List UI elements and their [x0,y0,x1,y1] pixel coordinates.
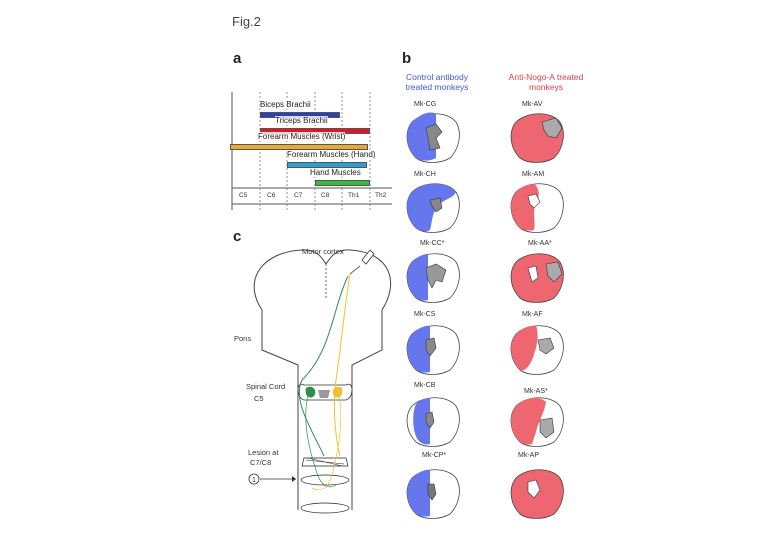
pons-label: Pons [234,334,252,343]
segment-grid [231,92,392,210]
monkey-label: Mk-AM [522,171,545,178]
monkey-label: Mk-CC* [420,240,445,247]
control-section-4 [406,325,460,375]
anti-section-6 [510,469,564,519]
segment-label: C7 [294,192,303,199]
control-section-5 [406,397,460,447]
monkey-label: Mk-AF [522,311,543,318]
panel-b-label: b [402,50,412,67]
monkey-label: Mk-CS [414,311,436,318]
anti-nogo-header: Anti-Nogo-A treated monkeys [508,72,584,92]
segment-label: Th2 [375,192,387,199]
forearm-wrist-label: Forearm Muscles (Wrist) [258,132,346,141]
figure-title: Fig.2 [232,14,261,29]
segment-label: C6 [267,192,276,199]
monkey-label: Mk-AS* [524,388,548,395]
monkey-label: Mk-CH [414,171,436,178]
monkey-label: Mk-CP* [422,452,447,459]
panel-a-label: a [233,50,242,67]
forearm-hand-bar [287,162,367,168]
control-section-6 [406,469,460,519]
c5-label: C5 [254,394,264,403]
anti-section-3 [510,253,564,303]
segment-label: Th1 [348,192,360,199]
anti-section-1 [510,113,564,163]
forearm-wrist-bar [230,144,368,150]
control-section-3 [406,253,460,303]
lesion-cross-sections [406,112,564,519]
monkey-label: Mk-CG [414,101,437,108]
segment-label: C8 [321,192,330,199]
control-header: Control antibody treated monkeys [405,72,469,92]
control-section-1 [406,112,460,163]
anti-section-5 [510,397,564,447]
lesion-label-line2: C7/C8 [250,458,272,467]
monkey-label: Mk-AV [522,101,543,108]
lesion-marker [248,473,260,485]
hand-muscles-label: Hand Muscles [310,168,361,177]
corticospinal-diagram: 1 [248,249,391,514]
panel-c-label: c [233,228,242,245]
monkey-label: Mk-AA* [528,240,552,247]
monkey-label: Mk-AP [518,452,539,459]
lesion-marker-text: 1 [252,477,256,484]
anti-section-4 [510,325,564,375]
anti-section-2 [510,183,564,233]
segment-label: C5 [239,192,248,199]
lesion-label-line1: Lesion at [248,448,279,457]
biceps-label: Biceps Brachii [260,100,311,109]
triceps-label: Triceps Brachii [275,116,328,125]
hand-muscles-bar [315,180,370,186]
muscle-segment-chart: Biceps Brachii Triceps Brachii Forearm M… [230,92,392,210]
forearm-hand-label: Forearm Muscles (Hand) [287,150,376,159]
control-section-2 [406,183,460,233]
monkey-label: Mk-CB [414,382,436,389]
spinal-cord-label: Spinal Cord [246,382,286,391]
motor-cortex-label: Motor cortex [302,247,344,256]
